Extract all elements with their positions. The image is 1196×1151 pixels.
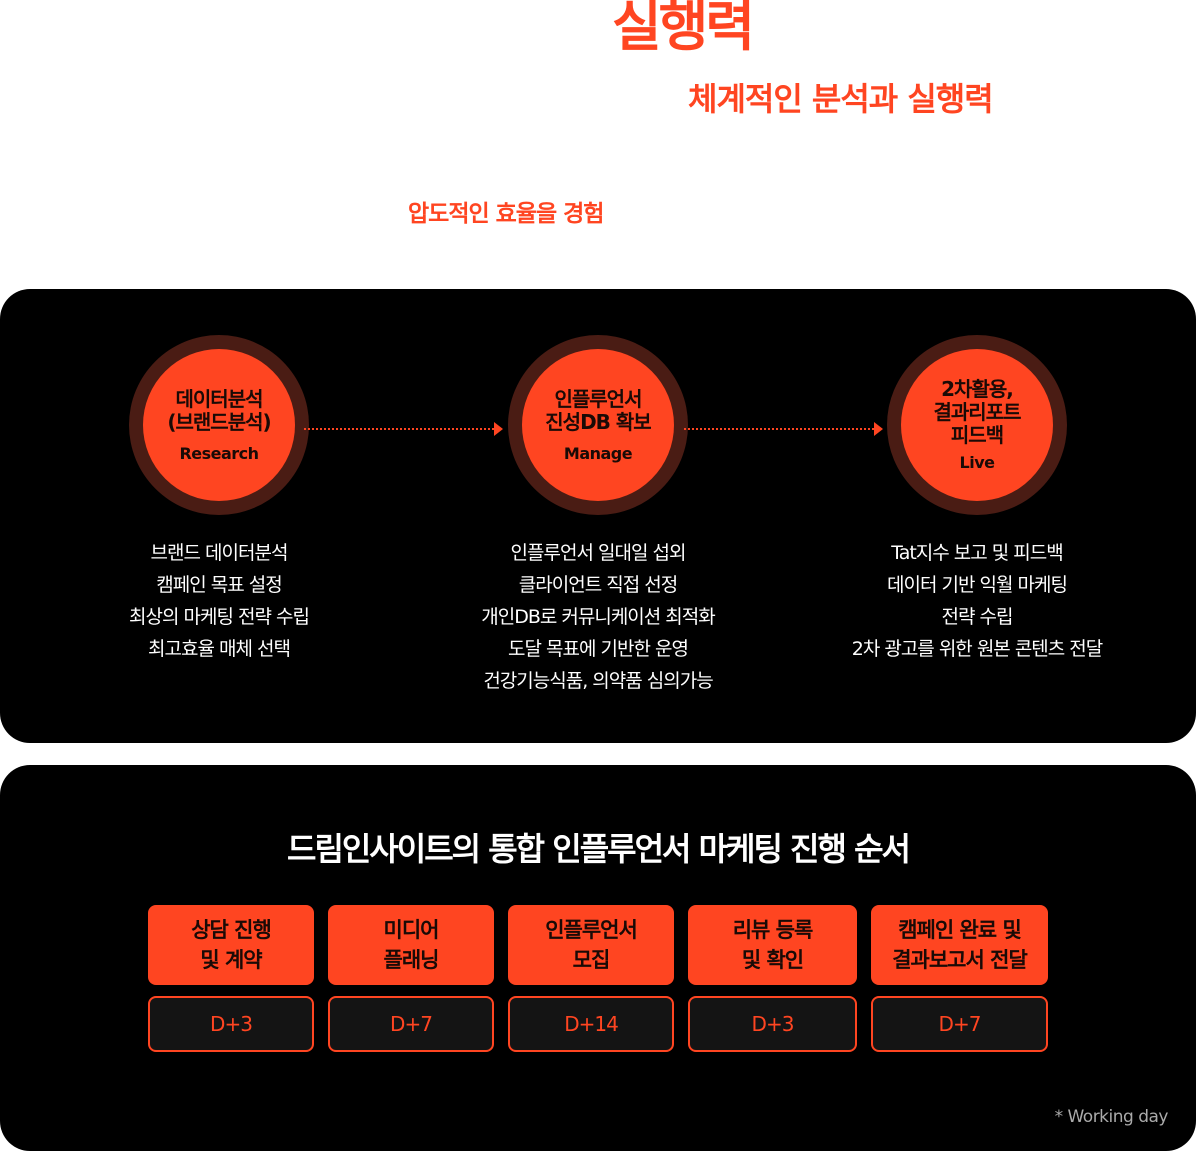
stage-desc-line: Tat지수 보고 및 피드백	[891, 542, 1064, 564]
stage-circle: 데이터분석 (브랜드분석) Research	[129, 335, 309, 515]
stage-desc-line: 최고효율 매체 선택	[148, 638, 291, 660]
step-days: D+3	[688, 996, 857, 1052]
stage-circle: 2차활용, 결과리포트 피드백 Live	[887, 335, 1067, 515]
step-label: 캠페인 완료 및 결과보고서 전달	[892, 918, 1028, 972]
stage-circle: 인플루언서 진성DB 확보 Manage	[508, 335, 688, 515]
stage-description: 인플루언서 일대일 섭외 클라이언트 직접 선정 개인DB로 커뮤니케이션 최적…	[408, 537, 788, 697]
stage-desc-line: 건강기능식품, 의약품 심의가능	[483, 670, 713, 692]
stage-title: 2차활용, 결과리포트 피드백	[933, 377, 1022, 447]
stage-desc-line: 클라이언트 직접 선정	[518, 574, 678, 596]
step-recruit: 인플루언서 모집	[508, 905, 674, 985]
stage-desc-line: 도달 목표에 기반한 운영	[508, 638, 689, 660]
step-days: D+14	[508, 996, 674, 1052]
arrow-right-icon	[874, 422, 883, 436]
stage-manage: 인플루언서 진성DB 확보 Manage 인플루언서 일대일 섭외 클라이언트 …	[408, 335, 788, 697]
step-days: D+3	[148, 996, 314, 1052]
connector-line	[304, 428, 494, 430]
step-review: 리뷰 등록 및 확인	[688, 905, 857, 985]
order-heading: 드림인사이트의 통합 인플루언서 마케팅 진행 순서	[287, 830, 911, 868]
stage-title: 데이터분석 (브랜드분석)	[167, 386, 271, 434]
step-report: 캠페인 완료 및 결과보고서 전달	[871, 905, 1048, 985]
step-label: 인플루언서 모집	[545, 918, 638, 972]
step-label: 리뷰 등록 및 확인	[732, 918, 814, 972]
stage-desc-line: 브랜드 데이터분석	[150, 542, 289, 564]
stage-desc-line: 2차 광고를 위한 원본 콘텐츠 전달	[851, 638, 1104, 660]
connector-line	[684, 428, 874, 430]
hero-subtitle: 체계적인 분석과 실행력	[688, 80, 994, 118]
stage-desc-line: 데이터 기반 익월 마케팅	[887, 574, 1068, 596]
stage-desc-line: 개인DB로 커뮤니케이션 최적화	[481, 606, 716, 628]
step-media-planning: 미디어 플래닝	[328, 905, 494, 985]
stage-desc-line: 인플루언서 일대일 섭외	[510, 542, 687, 564]
stage-description: Tat지수 보고 및 피드백 데이터 기반 익월 마케팅 전략 수립 2차 광고…	[787, 537, 1167, 665]
stage-live: 2차활용, 결과리포트 피드백 Live Tat지수 보고 및 피드백 데이터 …	[787, 335, 1167, 665]
hero-title: 실행력	[612, 0, 755, 58]
stage-desc-line: 캠페인 목표 설정	[156, 574, 282, 596]
stage-tag: Manage	[563, 443, 633, 463]
stage-desc-line: 최상의 마케팅 전략 수립	[129, 606, 310, 628]
process-panel: 데이터분석 (브랜드분석) Research 브랜드 데이터분석 캠페인 목표 …	[0, 289, 1196, 743]
step-days: D+7	[328, 996, 494, 1052]
stage-circle-core: 2차활용, 결과리포트 피드백 Live	[901, 349, 1053, 501]
stage-circle-core: 데이터분석 (브랜드분석) Research	[143, 349, 295, 501]
stage-desc-line: 전략 수립	[941, 606, 1014, 628]
stage-research: 데이터분석 (브랜드분석) Research 브랜드 데이터분석 캠페인 목표 …	[29, 335, 409, 665]
stage-description: 브랜드 데이터분석 캠페인 목표 설정 최상의 마케팅 전략 수립 최고효율 매…	[29, 537, 409, 665]
footnote: * Working day	[1054, 1107, 1169, 1127]
step-label: 상담 진행 및 계약	[191, 918, 272, 972]
hero-note: 압도적인 효율을 경험	[408, 201, 604, 227]
step-consult: 상담 진행 및 계약	[148, 905, 314, 985]
step-label: 미디어 플래닝	[383, 918, 440, 972]
stage-title: 인플루언서 진성DB 확보	[545, 386, 651, 434]
step-days: D+7	[871, 996, 1048, 1052]
stage-circle-core: 인플루언서 진성DB 확보 Manage	[522, 349, 674, 501]
stage-tag: Research	[179, 443, 259, 463]
order-panel: 드림인사이트의 통합 인플루언서 마케팅 진행 순서 상담 진행 및 계약 미디…	[0, 765, 1196, 1151]
arrow-right-icon	[494, 422, 503, 436]
stage-tag: Live	[959, 453, 995, 472]
